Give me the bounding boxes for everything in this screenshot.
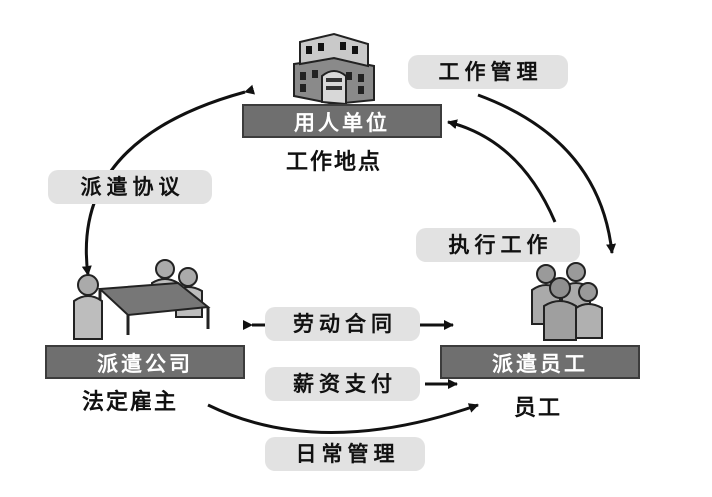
perform-work-label: 执行工作	[416, 228, 580, 262]
employer-label: 用人单位	[242, 104, 442, 138]
daily-management-arrow	[207, 403, 479, 434]
worker-group-icon	[531, 262, 603, 341]
work-management-label: 工作管理	[408, 55, 568, 89]
office-building-icon	[293, 32, 375, 106]
perform-work-arrow	[447, 119, 557, 223]
agency-caption: 法定雇主	[82, 390, 179, 415]
dispatch-agreement-label: 派遣协议	[48, 170, 212, 204]
work-management-arrow	[477, 93, 617, 254]
employee-caption: 员工	[514, 396, 563, 421]
daily-management-label: 日常管理	[265, 437, 425, 471]
employee-label: 派遣员工	[440, 345, 640, 379]
salary-payment-label: 薪资支付	[265, 367, 420, 401]
meeting-table-icon	[73, 259, 211, 340]
dispatch-agreement-arrow	[81, 84, 256, 276]
agency-label: 派遣公司	[45, 345, 245, 379]
employer-caption: 工作地点	[286, 150, 383, 175]
labor-contract-label: 劳动合同	[265, 307, 420, 341]
